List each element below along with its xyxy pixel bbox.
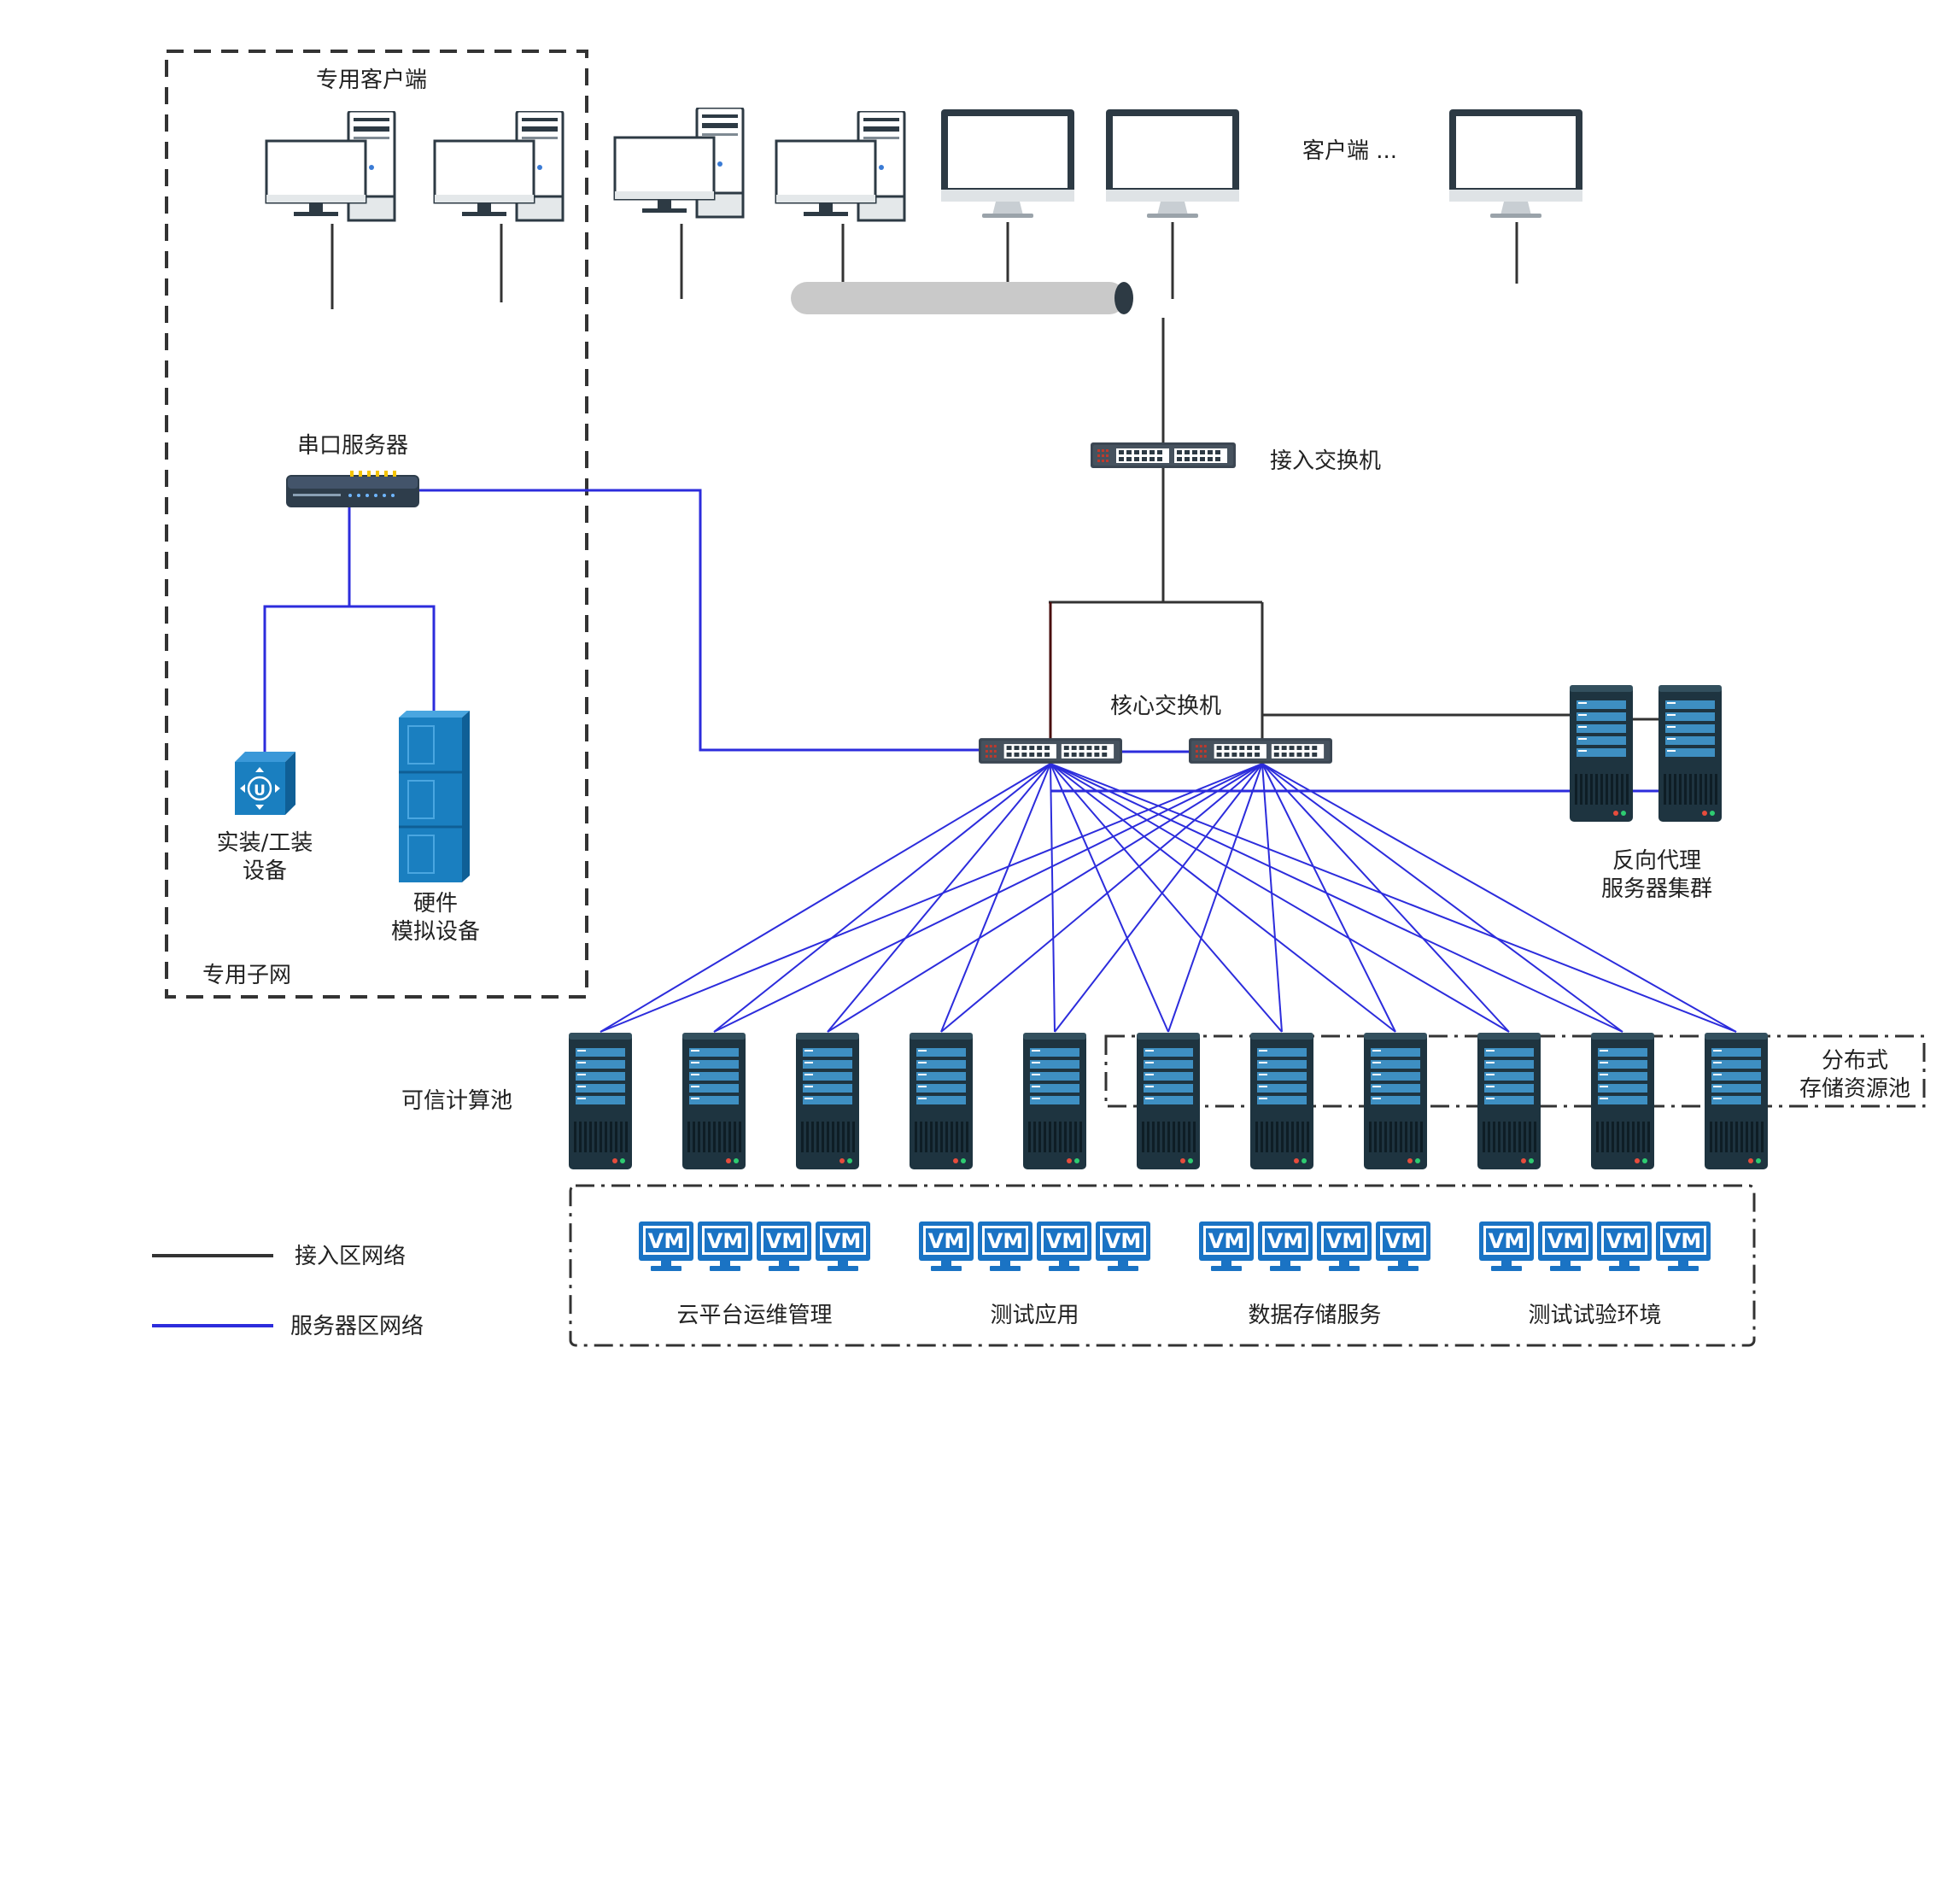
fan-line-1-3	[827, 763, 1051, 1033]
core-switch-right-icon[interactable]	[1189, 738, 1332, 764]
fixture-label-line1: 实装/工装	[217, 830, 313, 856]
server-fan-lines	[600, 763, 1737, 1033]
dedicated-clients-label: 专用客户端	[316, 67, 427, 93]
vm-icon-label: VM	[1665, 1229, 1701, 1253]
client-monitor-1[interactable]	[941, 109, 1074, 218]
compute-server-4[interactable]	[910, 1033, 973, 1169]
server-network-lines	[263, 489, 1658, 793]
serial-server-icon[interactable]	[286, 471, 419, 507]
legend: 接入区网络 服务器区网络	[152, 1244, 424, 1339]
vm-group-label: 数据存储服务	[1248, 1303, 1381, 1328]
fixture-label-line2: 设备	[243, 858, 287, 884]
vm-icon-label: VM	[1326, 1229, 1362, 1253]
fan-line-1-11	[1050, 763, 1737, 1033]
clients-label: 客户端 ...	[1302, 138, 1397, 164]
compute-server-2[interactable]	[682, 1033, 746, 1169]
fan-line-2-10	[1261, 763, 1623, 1033]
vm-icon-label: VM	[825, 1229, 861, 1253]
vm-frame	[569, 1184, 1756, 1347]
storage-pool-label-line2: 存储资源池	[1799, 1076, 1910, 1102]
fan-line-1-6	[1050, 763, 1169, 1033]
fan-line-2-3	[827, 763, 1263, 1033]
compute-server-11[interactable]	[1705, 1033, 1768, 1169]
compute-server-1[interactable]	[569, 1033, 632, 1169]
client-pc-4[interactable]	[775, 111, 906, 222]
hardware-simulator-icon[interactable]	[399, 711, 470, 882]
vm-group-label: 测试试验环境	[1528, 1303, 1661, 1328]
reverse-proxy-label-line2: 服务器集群	[1601, 876, 1712, 902]
client-pc-3[interactable]	[613, 108, 745, 219]
vm-icon-label: VM	[648, 1229, 684, 1253]
vm-icon-label: VM	[1606, 1229, 1642, 1253]
storage-pool-label-line1: 分布式	[1822, 1048, 1888, 1074]
vm-group-label: 云平台运维管理	[676, 1303, 832, 1328]
vm-groups: VM VM VM VM 云平台运维管理 VM VM VM VM 测试应用 VM VM VM VM 数据存储服…	[639, 1221, 1711, 1328]
access-switch-label: 接入交换机	[1270, 448, 1381, 474]
fixture-device-icon[interactable]: U	[235, 752, 295, 815]
fan-line-1-10	[1050, 763, 1623, 1033]
network-bus-icon	[791, 282, 1133, 314]
compute-server-8[interactable]	[1364, 1033, 1427, 1169]
reverse-proxy-server-2[interactable]	[1658, 685, 1722, 822]
core-switch-left-icon[interactable]	[979, 738, 1122, 764]
fan-line-1-9	[1050, 763, 1510, 1033]
fan-line-1-5	[1050, 763, 1056, 1033]
vm-icon-label: VM	[987, 1229, 1023, 1253]
reverse-proxy-label-line1: 反向代理	[1612, 848, 1701, 874]
dedicated-subnet-label: 专用子网	[202, 963, 291, 988]
dedicated-client-pc-1[interactable]	[265, 111, 396, 222]
vm-group-4: VM VM VM VM 测试试验环境	[1479, 1221, 1711, 1328]
compute-server-10[interactable]	[1591, 1033, 1654, 1169]
dedicated-client-pc-2[interactable]	[433, 111, 565, 222]
compute-server-5[interactable]	[1023, 1033, 1086, 1169]
compute-server-9[interactable]	[1477, 1033, 1541, 1169]
fan-line-2-2	[713, 763, 1263, 1033]
vm-icon-label: VM	[1046, 1229, 1082, 1253]
hwsim-label-line2: 模拟设备	[391, 919, 480, 945]
hwsim-label-line1: 硬件	[413, 891, 458, 917]
core-switch-label: 核心交换机	[1110, 694, 1221, 719]
fan-line-2-8	[1261, 763, 1396, 1033]
compute-server-6[interactable]	[1137, 1033, 1200, 1169]
access-network-lines	[331, 222, 1658, 741]
compute-server-7[interactable]	[1250, 1033, 1313, 1169]
fan-line-1-7	[1050, 763, 1283, 1033]
vm-icon-label: VM	[1267, 1229, 1303, 1253]
trusted-pool-label: 可信计算池	[401, 1088, 512, 1114]
vm-icon-label: VM	[707, 1229, 743, 1253]
fan-line-2-4	[940, 763, 1263, 1033]
vm-icon-label: VM	[1105, 1229, 1141, 1253]
vm-icon-label: VM	[1208, 1229, 1244, 1253]
vm-group-3: VM VM VM VM 数据存储服务	[1199, 1221, 1430, 1328]
vm-icon-label: VM	[928, 1229, 964, 1253]
reverse-proxy-server-1[interactable]	[1570, 685, 1633, 822]
fan-line-2-5	[1054, 763, 1263, 1033]
vm-icon-label: VM	[1489, 1229, 1524, 1253]
fan-line-1-8	[1050, 763, 1396, 1033]
vm-icon-label: VM	[766, 1229, 802, 1253]
client-monitor-2[interactable]	[1106, 109, 1239, 218]
trusted-compute-pool	[569, 1033, 1768, 1169]
fan-line-2-11	[1261, 763, 1737, 1033]
fan-line-1-4	[940, 763, 1051, 1033]
fan-line-2-7	[1261, 763, 1283, 1033]
legend-access-label: 接入区网络	[295, 1244, 406, 1269]
fan-line-2-1	[600, 763, 1263, 1033]
fan-line-1-1	[600, 763, 1051, 1033]
vm-icon-label: VM	[1547, 1229, 1583, 1253]
svg-text:U: U	[254, 782, 266, 800]
fan-line-2-6	[1167, 763, 1263, 1033]
client-monitor-3[interactable]	[1449, 109, 1582, 218]
vm-group-label: 测试应用	[990, 1303, 1079, 1328]
access-switch-icon[interactable]	[1091, 442, 1236, 468]
fan-line-1-2	[713, 763, 1051, 1033]
fan-line-2-9	[1261, 763, 1510, 1033]
vm-icon-label: VM	[1385, 1229, 1421, 1253]
compute-server-3[interactable]	[796, 1033, 859, 1169]
serial-server-label: 串口服务器	[297, 433, 408, 459]
vm-group-2: VM VM VM VM 测试应用	[919, 1221, 1150, 1328]
legend-server-label: 服务器区网络	[290, 1314, 424, 1339]
vm-group-1: VM VM VM VM 云平台运维管理	[639, 1221, 870, 1328]
